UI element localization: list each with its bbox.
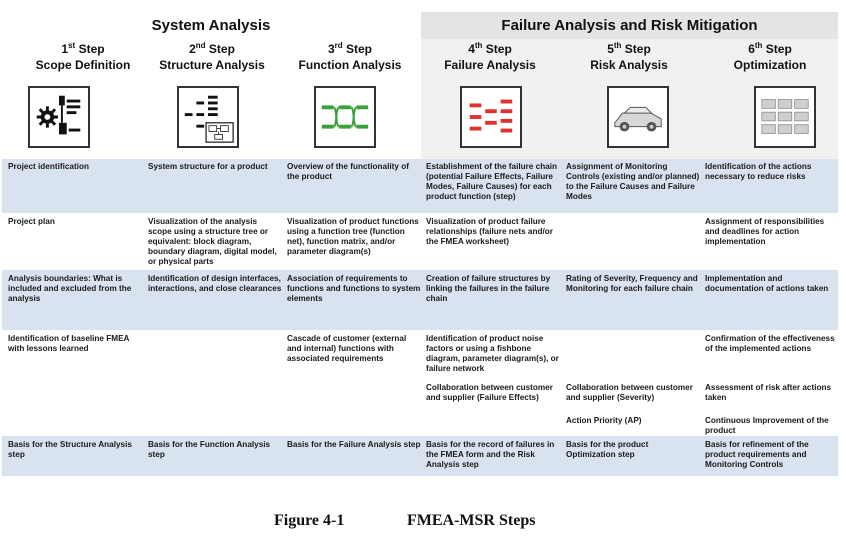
row-5-step-4-cell: Basis for the record of failures in the … xyxy=(426,440,555,469)
step-1-name: Scope Definition xyxy=(35,58,131,72)
row-1-step-2-cell: System structure for a product xyxy=(148,162,268,171)
row-1-step-5-cell: Assignment of Monitoring Controls (exist… xyxy=(566,162,700,201)
step-3-header: 3rd Step Function Analysis xyxy=(281,41,419,73)
row-1-step-1-cell: Project identification xyxy=(8,162,89,171)
row-2-step-3-cell: Visualization of product functions using… xyxy=(287,217,419,256)
row-3-step-6-cell: Implementation and documentation of acti… xyxy=(705,274,829,293)
row-1-band xyxy=(2,159,838,213)
step-3-name: Function Analysis xyxy=(298,58,402,72)
row-2-step-2-cell: Visualization of the analysis scope usin… xyxy=(148,217,277,266)
row-2-step-6-cell: Assignment of responsibilities and deadl… xyxy=(705,217,825,246)
row-4-step-4-cell: Identification of product noise factors … xyxy=(426,334,559,373)
row-1-step-6-cell: Identification of the actions necessary … xyxy=(705,162,812,181)
step-6-name: Optimization xyxy=(733,58,807,72)
step-1-header: 1st Step Scope Definition xyxy=(14,41,152,73)
row-5-band xyxy=(2,436,838,476)
row-4-step-5-collaboration-cell: Collaboration between customer and suppl… xyxy=(566,383,693,402)
row-3-band xyxy=(2,270,838,330)
failure-analysis-header: Failure Analysis and Risk Mitigation xyxy=(421,12,838,39)
row-2-step-4-cell: Visualization of product failure relatio… xyxy=(426,217,553,246)
row-5-step-3-cell: Basis for the Failure Analysis step xyxy=(287,440,421,449)
scope-gear-icon xyxy=(28,86,90,148)
row-4-step-3-cell: Cascade of customer (external and intern… xyxy=(287,334,407,363)
row-4-step-5-action-priority-cell: Action Priority (AP) xyxy=(566,416,642,425)
row-5-step-5-cell: Basis for the product Optimization step xyxy=(566,440,649,459)
row-2-step-1-cell: Project plan xyxy=(8,217,55,226)
row-4-step-6-improvement-cell: Continuous Improvement of the product xyxy=(705,416,829,435)
function-net-icon xyxy=(314,86,376,148)
figure-title: FMEA-MSR Steps xyxy=(407,512,536,529)
row-4-step-6-cell: Confirmation of the effectiveness of the… xyxy=(705,334,835,353)
step-4-name: Failure Analysis xyxy=(444,58,536,72)
row-3-step-4-cell: Creation of failure structures by linkin… xyxy=(426,274,551,303)
row-3-step-2-cell: Identification of design interfaces, int… xyxy=(148,274,282,293)
step-5-name: Risk Analysis xyxy=(590,58,668,72)
row-3-step-5-cell: Rating of Severity, Frequency and Monito… xyxy=(566,274,698,293)
step-2-header: 2nd Step Structure Analysis xyxy=(143,41,281,73)
row-4-step-1-cell: Identification of baseline FMEA with les… xyxy=(8,334,130,353)
step-6-header: 6th Step Optimization xyxy=(701,41,839,73)
row-1-step-3-cell: Overview of the functionality of the pro… xyxy=(287,162,409,181)
optimization-icon xyxy=(754,86,816,148)
step-4-header: 4th Step Failure Analysis xyxy=(421,41,559,73)
structure-tree-icon xyxy=(177,86,239,148)
row-3-step-1-cell: Analysis boundaries: What is included an… xyxy=(8,274,132,303)
row-4-step-6-assessment-cell: Assessment of risk after actions taken xyxy=(705,383,832,402)
step-5-header: 5th Step Risk Analysis xyxy=(560,41,698,73)
row-4-step-4-collaboration-cell: Collaboration between customer and suppl… xyxy=(426,383,553,402)
step-2-name: Structure Analysis xyxy=(159,58,265,72)
row-5-step-1-cell: Basis for the Structure Analysis step xyxy=(8,440,132,459)
row-1-step-4-cell: Establishment of the failure chain (pote… xyxy=(426,162,558,201)
row-5-step-6-cell: Basis for refinement of the product requ… xyxy=(705,440,809,469)
row-3-step-3-cell: Association of requirements to functions… xyxy=(287,274,421,303)
figure-number: Figure 4-1 xyxy=(274,512,345,529)
risk-car-icon xyxy=(607,86,669,148)
failure-chain-icon xyxy=(460,86,522,148)
system-analysis-header: System Analysis xyxy=(151,17,271,34)
row-5-step-2-cell: Basis for the Function Analysis step xyxy=(148,440,271,459)
